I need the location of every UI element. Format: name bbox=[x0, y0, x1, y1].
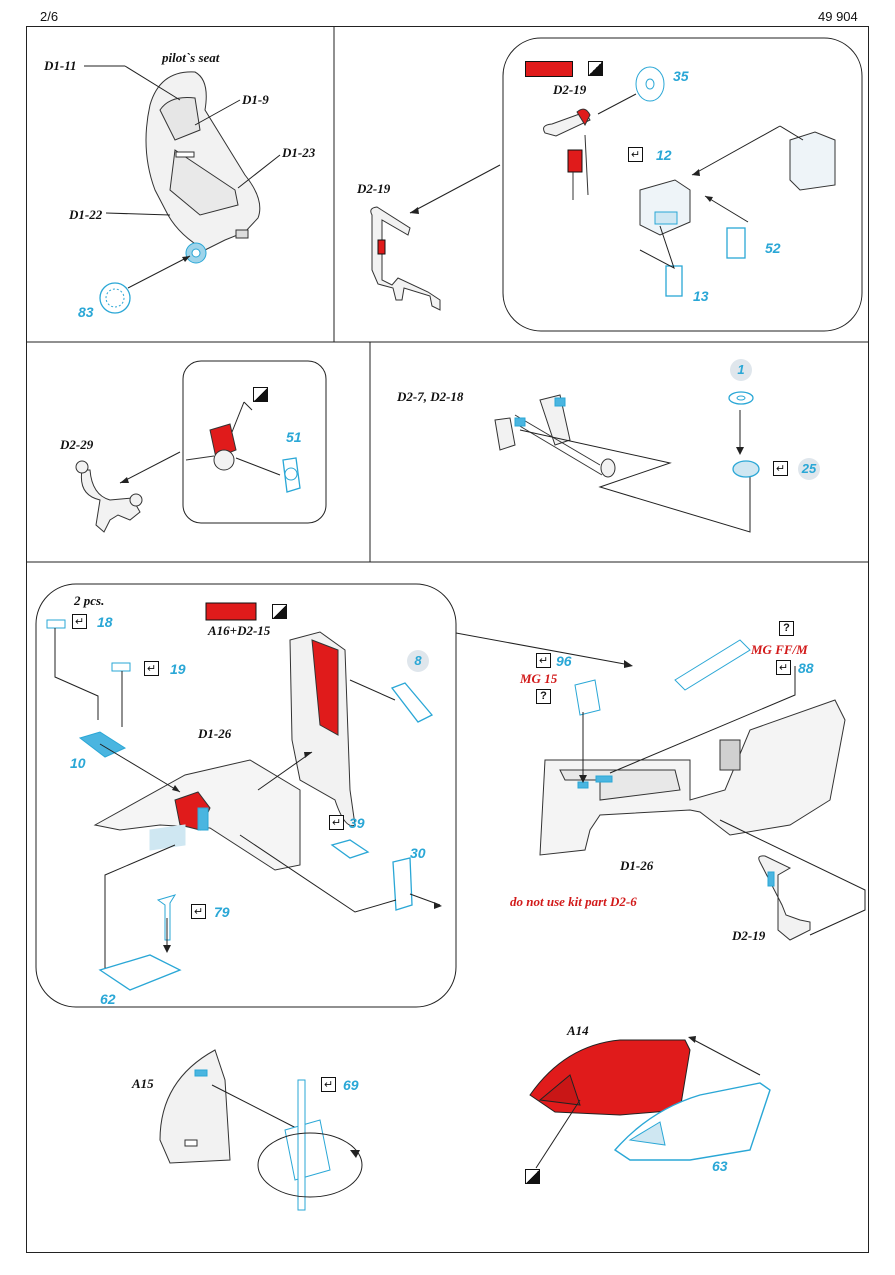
part-35: 35 bbox=[673, 68, 689, 84]
bend-check-icon: ↵ bbox=[321, 1077, 336, 1092]
label-a15: A15 bbox=[132, 1076, 154, 1091]
pedals-drawing bbox=[494, 394, 616, 478]
stick-drawing bbox=[370, 206, 441, 311]
page-number: 2/6 bbox=[40, 9, 59, 24]
part-88: 88 bbox=[798, 660, 814, 676]
bend-check-icon: ↵ bbox=[773, 461, 788, 476]
label-d2-19-right: D2-19 bbox=[732, 928, 766, 943]
label-d2-19: D2-19 bbox=[357, 181, 391, 196]
label-d1-22: D1-22 bbox=[69, 207, 103, 222]
cockpit-floor-drawing bbox=[93, 759, 301, 871]
bend-check-icon: ↵ bbox=[72, 614, 87, 629]
label-d2-29: D2-29 bbox=[60, 437, 94, 452]
part-25-badge: 25 bbox=[798, 458, 820, 480]
bend-check-icon: ↵ bbox=[776, 660, 791, 675]
half-shade-icon bbox=[525, 1169, 540, 1184]
label-d1-9: D1-9 bbox=[242, 92, 269, 107]
part-51: 51 bbox=[286, 429, 302, 445]
bend-check-icon: ↵ bbox=[191, 904, 206, 919]
seat-back-drawing bbox=[289, 631, 356, 827]
handle-drawing bbox=[75, 460, 143, 533]
label-a16-d2-15: A16+D2-15 bbox=[208, 623, 271, 638]
question-icon: ? bbox=[779, 621, 794, 636]
label-mgff: MG FF/M bbox=[751, 642, 808, 657]
part-39: 39 bbox=[349, 815, 365, 831]
half-shade-icon bbox=[253, 387, 268, 402]
label-d1-26-right: D1-26 bbox=[620, 858, 654, 873]
warning-note: do not use kit part D2-6 bbox=[510, 894, 637, 909]
bend-check-icon: ↵ bbox=[536, 653, 551, 668]
part-18: 18 bbox=[97, 614, 113, 630]
part-12: 12 bbox=[656, 147, 672, 163]
part-62: 62 bbox=[100, 991, 116, 1007]
part-79: 79 bbox=[214, 904, 230, 920]
kit-code: 49 904 bbox=[818, 9, 858, 24]
stick-installed-drawing bbox=[758, 855, 811, 941]
box-part-drawing bbox=[639, 131, 836, 236]
part-63: 63 bbox=[712, 1158, 728, 1174]
part-19: 19 bbox=[170, 661, 186, 677]
question-icon: ? bbox=[536, 689, 551, 704]
bend-check-icon: ↵ bbox=[329, 815, 344, 830]
part-8-badge: 8 bbox=[407, 650, 429, 672]
half-shade-icon bbox=[588, 61, 603, 76]
label-d1-11: D1-11 bbox=[44, 58, 77, 73]
handle-detail-drawing bbox=[185, 423, 237, 471]
fuselage-cockpit-drawing bbox=[539, 699, 846, 856]
label-d2-19-detail: D2-19 bbox=[553, 82, 587, 97]
label-d1-26: D1-26 bbox=[198, 726, 232, 741]
part-52: 52 bbox=[765, 240, 781, 256]
part-10: 10 bbox=[70, 755, 86, 771]
bend-check-icon: ↵ bbox=[628, 147, 643, 162]
label-two-pcs: 2 pcs. bbox=[74, 593, 105, 608]
label-d1-23: D1-23 bbox=[282, 145, 316, 160]
half-shade-icon bbox=[272, 604, 287, 619]
part-96: 96 bbox=[556, 653, 572, 669]
side-panel-a15-drawing bbox=[159, 1049, 231, 1164]
part-30: 30 bbox=[410, 845, 426, 861]
label-a14: A14 bbox=[567, 1023, 589, 1038]
seat-title: pilot`s seat bbox=[162, 50, 220, 65]
part-69: 69 bbox=[343, 1077, 359, 1093]
label-d2-7-d2-18: D2-7, D2-18 bbox=[397, 389, 464, 404]
part-1-badge: 1 bbox=[730, 359, 752, 381]
seat-drawing bbox=[145, 71, 261, 251]
part-83: 83 bbox=[78, 304, 94, 320]
part-13: 13 bbox=[693, 288, 709, 304]
outer-frame bbox=[26, 26, 869, 1253]
stick-detail-drawing bbox=[543, 108, 591, 200]
red-paint-swatch bbox=[525, 61, 573, 77]
bend-check-icon: ↵ bbox=[144, 661, 159, 676]
label-mg15: MG 15 bbox=[520, 671, 558, 686]
